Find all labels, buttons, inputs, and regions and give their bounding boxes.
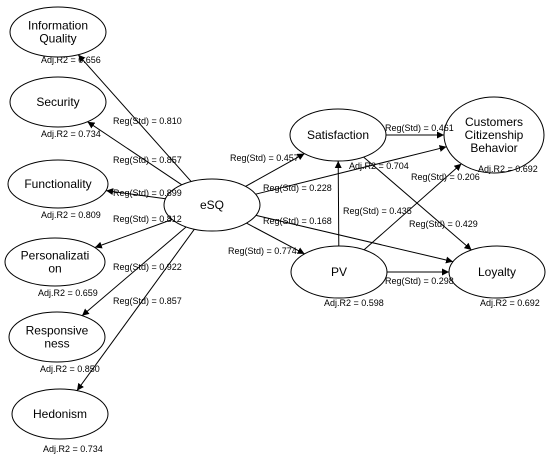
edge-esq-ccb	[255, 145, 447, 195]
node-label-info_quality: Quality	[39, 32, 76, 46]
node-label-ccb: Citizenship	[465, 128, 524, 142]
edge-esq-functionality	[106, 188, 166, 200]
edge-label-esq-pv: Reg(Std) = 0.774	[228, 246, 297, 256]
node-label-satisfaction: Satisfaction	[307, 128, 369, 142]
node-pv: PV Adj.R2 = 0.598	[290, 245, 388, 308]
node-shape-personalization	[4, 237, 106, 287]
node-label-loyalty: Loyalty	[478, 265, 516, 279]
edge-esq-personalization	[94, 219, 173, 249]
node-label-hedonism: Hedonism	[33, 407, 87, 421]
node-shape-ccb	[443, 96, 545, 174]
node-stat-info_quality: Adj.R2 = 0.656	[41, 55, 101, 65]
node-label-info_quality: Information	[28, 19, 88, 33]
edge-label-esq-loyalty: Reg(Std) = 0.168	[263, 216, 332, 226]
node-shape-satisfaction	[289, 108, 387, 162]
node-shape-responsiveness	[8, 311, 106, 363]
edge-label-satisfaction-ccb: Reg(Std) = 0.461	[385, 123, 454, 133]
node-label-pv: PV	[331, 265, 347, 279]
node-label-personalization: Personalizati	[21, 249, 90, 263]
edge-esq-loyalty	[255, 214, 454, 264]
edge-esq-pv	[246, 222, 305, 255]
edge-label-esq-personalization: Reg(Std) = 0.812	[113, 214, 182, 224]
node-esq: eSQ	[163, 178, 261, 232]
edge-label-esq-satisfaction: Reg(Std) = 0.457	[230, 153, 299, 163]
edge-layer	[76, 54, 472, 391]
node-shape-functionality	[7, 159, 109, 209]
node-label-ccb: Behavior	[470, 141, 517, 155]
node-stat-loyalty: Adj.R2 = 0.692	[480, 298, 540, 308]
edge-pv-ccb	[363, 163, 462, 251]
node-stat-personalization: Adj.R2 = 0.659	[38, 288, 98, 298]
node-stat-pv: Adj.R2 = 0.598	[324, 298, 384, 308]
node-label-responsiveness: Responsive	[26, 324, 89, 338]
node-shape-loyalty	[448, 245, 546, 299]
node-label-responsiveness: ness	[44, 337, 69, 351]
edge-esq-satisfaction	[245, 153, 305, 187]
edge-pv-satisfaction	[334, 160, 342, 247]
node-stat-responsiveness: Adj.R2 = 0.850	[40, 364, 100, 374]
edge-label-pv-satisfaction: Reg(Std) = 0.435	[343, 206, 412, 216]
edge-label-esq-hedonism: Reg(Std) = 0.857	[113, 296, 182, 306]
edge-label-esq-info_quality: Reg(Std) = 0.810	[113, 116, 182, 126]
node-stat-ccb: Adj.R2 = 0.692	[478, 164, 538, 174]
edge-esq-responsiveness	[81, 226, 187, 317]
node-shape-security	[9, 76, 107, 128]
edge-label-esq-security: Reg(Std) = 0.857	[113, 155, 182, 165]
node-stat-hedonism: Adj.R2 = 0.734	[43, 444, 103, 454]
edge-label-esq-responsiveness: Reg(Std) = 0.922	[113, 262, 182, 272]
edge-label-esq-ccb: Reg(Std) = 0.228	[263, 183, 332, 193]
node-label-security: Security	[36, 95, 79, 109]
edge-esq-info_quality	[77, 54, 192, 182]
node-stat-satisfaction: Adj.R2 = 0.704	[349, 161, 409, 171]
node-stat-security: Adj.R2 = 0.734	[41, 129, 101, 139]
node-stat-functionality: Adj.R2 = 0.809	[41, 210, 101, 220]
edge-esq-hedonism	[76, 228, 195, 391]
node-shape-info_quality	[9, 6, 107, 58]
edge-esq-security	[87, 121, 183, 186]
node-label-ccb: Customers	[465, 115, 523, 129]
node-label-esq: eSQ	[200, 198, 224, 212]
edge-label-esq-functionality: Reg(Std) = 0.899	[113, 188, 182, 198]
edge-label-satisfaction-loyalty: Reg(Std) = 0.206	[411, 172, 480, 182]
node-label-functionality: Functionality	[24, 177, 91, 191]
node-shape-pv	[290, 245, 388, 299]
edge-label-pv-loyalty: Reg(Std) = 0.298	[385, 276, 454, 286]
node-label-personalization: on	[48, 262, 61, 276]
node-shape-esq	[163, 178, 261, 232]
edge-satisfaction-loyalty	[363, 156, 472, 251]
edge-label-pv-ccb: Reg(Std) = 0.429	[409, 219, 478, 229]
node-shape-hedonism	[11, 388, 109, 440]
